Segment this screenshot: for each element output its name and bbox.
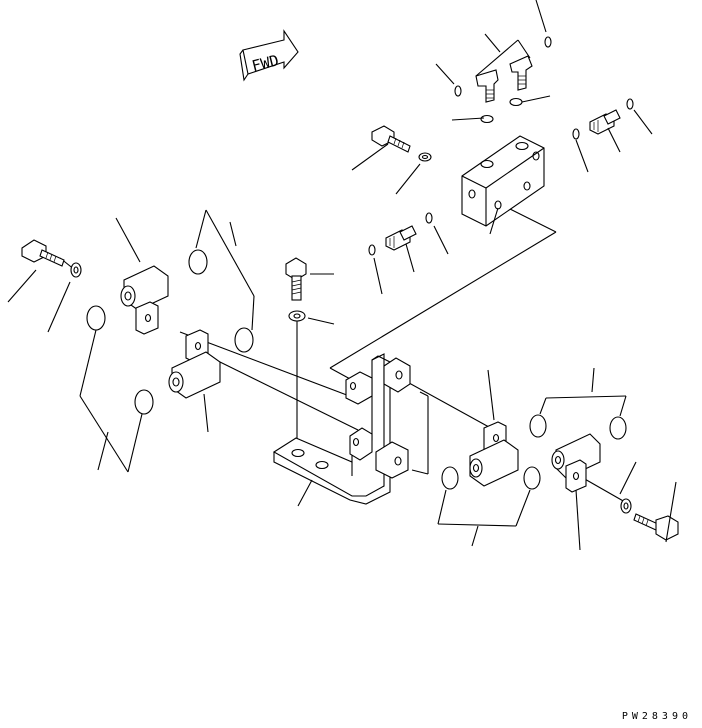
manifold-bolt bbox=[371, 125, 411, 153]
right-o-rings bbox=[441, 414, 627, 490]
mounting-bracket bbox=[272, 353, 391, 505]
bracket-clamp-blocks bbox=[345, 357, 411, 479]
left-upper-connector bbox=[120, 265, 169, 335]
right-upper-connector bbox=[469, 421, 519, 487]
right-lower-connector bbox=[551, 433, 601, 493]
left-lower-connector bbox=[168, 329, 221, 399]
drawing-reference-code: PW28390 bbox=[621, 711, 692, 722]
elbow-fittings bbox=[475, 55, 533, 103]
callout-leaders bbox=[7, 0, 677, 551]
left-o-rings bbox=[86, 249, 254, 415]
manifold-o-rings bbox=[368, 36, 634, 256]
left-bolt bbox=[21, 239, 65, 267]
left-washer bbox=[70, 262, 82, 278]
guide-lines bbox=[59, 207, 626, 503]
manifold-block bbox=[461, 135, 545, 227]
bracket-washer bbox=[288, 310, 306, 322]
right-bolt bbox=[633, 513, 679, 541]
bracket-bolt bbox=[285, 257, 307, 301]
fwd-direction-arrow: FWD bbox=[239, 29, 299, 82]
right-washer bbox=[620, 498, 632, 514]
